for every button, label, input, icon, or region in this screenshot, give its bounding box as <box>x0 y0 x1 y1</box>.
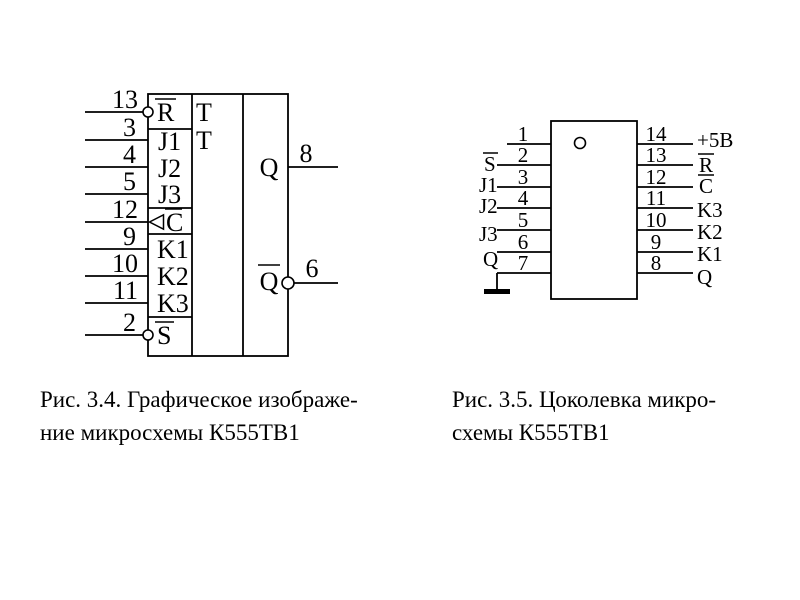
pin-13-r: 13 R <box>637 143 714 177</box>
port-label: R <box>157 98 175 127</box>
port-label: J3 <box>158 180 181 209</box>
pin-label: J3 <box>479 222 498 246</box>
flipflop-type-letter: Т <box>196 126 212 155</box>
pin-number: 13 <box>112 85 138 114</box>
figure-3-5-caption: Рис. 3.5. Цоколевка микро- схемы К555ТВ1 <box>452 383 716 449</box>
pin-number: 4 <box>123 140 136 169</box>
output-pin-6-qbar: 6 Q <box>258 254 338 296</box>
pin-11-k3: 11 K3 <box>637 186 723 222</box>
pin-number: 10 <box>112 249 138 278</box>
pin-5-j3: 5 J3 <box>479 208 551 246</box>
caption-line-1: Рис. 3.4. Графическое изображе- <box>40 387 358 412</box>
pin-14-vcc: 14 +5В <box>637 122 733 152</box>
pin-label: K3 <box>697 198 723 222</box>
pin-2-s: 2 S <box>483 143 551 176</box>
flipflop-body <box>147 93 289 357</box>
pin-number: 14 <box>646 122 668 146</box>
pin-10-k2: 10 K2 <box>637 208 723 244</box>
port-label: C <box>166 208 183 237</box>
pin1-key-mark <box>573 136 587 150</box>
pin-4-j2: 4 J2 <box>479 186 551 218</box>
chip-package-body <box>550 120 638 300</box>
caption-line-2: ние микросхемы К555ТВ1 <box>40 420 300 445</box>
input-pin-5-j3: 5 J3 <box>85 167 181 209</box>
pin-number: 4 <box>518 186 529 210</box>
figure-3-4-schematic-diagram: Т Т 13 R 3 J1 4 J2 5 J3 12 C 9 K1 <box>85 85 338 357</box>
inversion-bubble <box>142 329 154 341</box>
pin-label: K2 <box>697 220 723 244</box>
inversion-bubble <box>281 276 295 290</box>
pin-8-q: 8 Q <box>637 251 712 289</box>
pin-number: 12 <box>112 195 138 224</box>
pin-number: 12 <box>646 165 667 189</box>
pin-label: R <box>699 153 713 177</box>
flipflop-type-letter: Т <box>196 98 212 127</box>
input-pin-3-j1: 3 J1 <box>85 113 181 156</box>
pin-6-q: 6 Q <box>483 230 551 271</box>
pin-number: 5 <box>123 167 136 196</box>
pin-number: 10 <box>646 208 667 232</box>
pin-number: 11 <box>113 276 138 305</box>
pin-number: 8 <box>651 251 662 275</box>
pin-number: 9 <box>123 222 136 251</box>
pin-label: K1 <box>697 242 723 266</box>
pin-7-gnd: 7 <box>484 251 551 294</box>
pin-number: 2 <box>518 143 529 167</box>
pin-number: 2 <box>123 308 136 337</box>
port-label: J2 <box>158 154 181 183</box>
pin-label: J1 <box>479 173 498 197</box>
pin-number: 8 <box>300 139 313 168</box>
pin-number: 11 <box>646 186 666 210</box>
pin-label: +5В <box>697 128 733 152</box>
pin-number: 5 <box>518 208 529 232</box>
input-pin-4-j2: 4 J2 <box>85 140 181 183</box>
port-label: J1 <box>158 127 181 156</box>
pin-label: S <box>484 152 496 176</box>
input-pin-11-k3: 11 K3 <box>85 276 189 318</box>
input-pin-10-k2: 10 K2 <box>85 249 189 291</box>
pin-number: 9 <box>651 230 662 254</box>
pin-1: 1 <box>507 122 551 146</box>
caption-line-2: схемы К555ТВ1 <box>452 420 610 445</box>
pin-number: 6 <box>518 230 529 254</box>
figure-3-4-caption: Рис. 3.4. Графическое изображе- ние микр… <box>40 383 358 449</box>
input-pin-2-s: 2 S <box>85 308 174 350</box>
pin-number: 7 <box>518 251 529 275</box>
input-pin-12-c: 12 C <box>85 195 183 237</box>
figure-3-5-pinout-diagram: 1 2 S 3 J1 4 J2 5 J3 6 Q 7 14 +5В 13 <box>479 120 733 300</box>
dynamic-input-triangle <box>147 213 165 231</box>
output-pin-8-q: 8 Q <box>260 139 338 182</box>
port-label: K3 <box>157 289 189 318</box>
pin-number: 13 <box>646 143 667 167</box>
pin-12-c: 12 C <box>637 165 714 198</box>
port-label: K2 <box>157 262 189 291</box>
port-label: Q <box>260 153 279 182</box>
pin-number: 3 <box>123 113 136 142</box>
pin-number: 1 <box>518 122 529 146</box>
pin-label: Q <box>483 247 498 271</box>
pin-label: J2 <box>479 194 498 218</box>
pin-number: 3 <box>518 165 529 189</box>
input-pin-13-r: 13 R <box>85 85 176 127</box>
pin-label: Q <box>697 265 712 289</box>
input-pin-9-k1: 9 K1 <box>85 222 189 264</box>
port-label: Q <box>260 267 279 296</box>
caption-line-1: Рис. 3.5. Цоколевка микро- <box>452 387 717 412</box>
pin-9-k1: 9 K1 <box>637 230 723 266</box>
pin-label: C <box>699 174 713 198</box>
pin-number: 6 <box>306 254 319 283</box>
inversion-bubble <box>142 106 154 118</box>
pin-3-j1: 3 J1 <box>479 165 551 197</box>
port-label: S <box>157 321 171 350</box>
port-label: K1 <box>157 235 189 264</box>
